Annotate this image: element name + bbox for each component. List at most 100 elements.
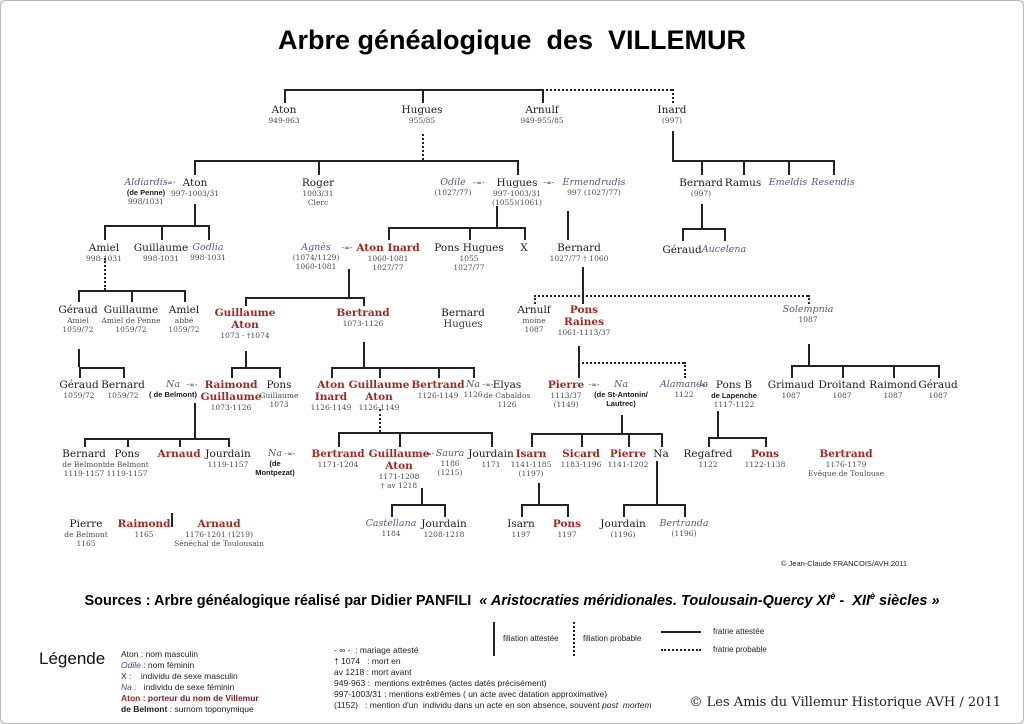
legend-heading: Légende [39, 649, 106, 668]
tree-line [684, 362, 686, 378]
legend-symbol-item: 949-963 : mentions extrêmes (actes datés… [334, 678, 547, 688]
tree-line [194, 204, 196, 225]
tree-line [379, 409, 381, 432]
tree-line [228, 438, 230, 447]
tree-line [348, 269, 350, 297]
person-node: Arnaud [157, 448, 201, 460]
tree-line [808, 295, 810, 304]
legend-name-item: Aton : porteur du nom de Villemur [121, 693, 259, 703]
person-node: Na( de Belmont) [149, 379, 197, 399]
legend-name-item: Aton : nom masculin [121, 649, 199, 659]
tree-line [194, 403, 196, 438]
tree-line [621, 415, 623, 433]
tree-line [231, 367, 279, 369]
tree-line [717, 411, 719, 437]
person-node: Bertranda(1196) [659, 518, 709, 538]
person-node: Na(de St-Antonin/Lautrec) [594, 379, 648, 408]
legend-name-item: Odile : nom féminin [121, 660, 195, 670]
marriage-symbol: -∞- [697, 381, 709, 389]
person-node: Géraud [662, 244, 702, 256]
tree-line [184, 290, 186, 302]
tree-line [496, 206, 498, 227]
tree-line [279, 367, 281, 378]
filiation-probable-sample-line [573, 622, 575, 656]
tree-line [531, 433, 533, 447]
marriage-symbol: -∞- [186, 381, 198, 389]
tree-line [104, 258, 106, 290]
tree-line [684, 504, 686, 517]
person-node: Emeldis [768, 177, 808, 188]
filiation-attested-sample-line [493, 622, 495, 656]
sources-title: « Aristocraties méridionales. Toulousain… [479, 592, 831, 609]
tree-line [578, 362, 684, 364]
person-node: Aucelena [701, 244, 747, 255]
tree-line [363, 297, 365, 306]
tree-line [208, 225, 210, 240]
tree-line [284, 89, 286, 103]
tree-line [538, 483, 540, 504]
tree-line [542, 89, 544, 103]
tree-line [84, 438, 86, 447]
tree-line [788, 160, 790, 175]
tree-line [534, 295, 536, 304]
tree-line [245, 297, 363, 299]
tree-line [84, 438, 228, 440]
tree-line [421, 488, 423, 504]
tree-line [542, 89, 672, 91]
person-node: Resendis [811, 177, 855, 188]
marriage-symbol: -∞- [164, 179, 176, 187]
tree-line [79, 367, 123, 369]
legend-name-item: X : individu de sexe masculin [121, 671, 238, 681]
tree-line [581, 433, 583, 447]
person-node: Bernard(997) [679, 177, 723, 198]
tree-line [131, 290, 133, 302]
legend-symbol-item: av 1218 : mort avant [334, 667, 412, 677]
tree-line [682, 228, 684, 241]
tree-line [623, 504, 625, 517]
tree-line [284, 89, 542, 91]
tree-line [708, 437, 710, 447]
tree-line [672, 131, 674, 160]
tree-line [672, 160, 833, 162]
tree-line [171, 513, 173, 527]
legend-symbol-item: 997-1003/31 : mentions extrêmes ( un act… [334, 689, 608, 699]
marriage-symbol: -∞- [473, 179, 485, 187]
tree-line [245, 351, 247, 367]
tree-line [422, 89, 424, 103]
tree-line [469, 227, 471, 240]
filiation-probable-label: filiation probable [583, 634, 642, 643]
person-node: Odile(1027/77) [434, 177, 472, 197]
filiation-attested-label: filiation attestée [503, 634, 559, 643]
legend-name-item: de Belmont : surnom toponymique [121, 704, 254, 714]
tree-line [765, 437, 767, 447]
